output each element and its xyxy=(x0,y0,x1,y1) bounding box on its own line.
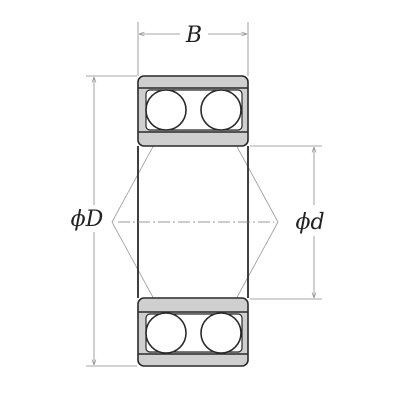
lower-bearing-section xyxy=(137,297,249,367)
outer-diameter-dimension: ϕD xyxy=(71,75,137,367)
width-label: B xyxy=(185,23,202,48)
upper-right-ball xyxy=(200,89,242,131)
upper-left-ball xyxy=(145,89,187,131)
outer-diameter-label: ϕD xyxy=(71,207,104,232)
bore-diameter-label: ϕd xyxy=(295,210,324,235)
width-dimension: B xyxy=(137,22,249,76)
upper-bearing-section xyxy=(137,75,249,147)
bore-diameter-dimension: ϕd xyxy=(250,145,325,300)
lower-left-ball xyxy=(145,312,187,354)
lower-right-ball xyxy=(200,312,242,354)
